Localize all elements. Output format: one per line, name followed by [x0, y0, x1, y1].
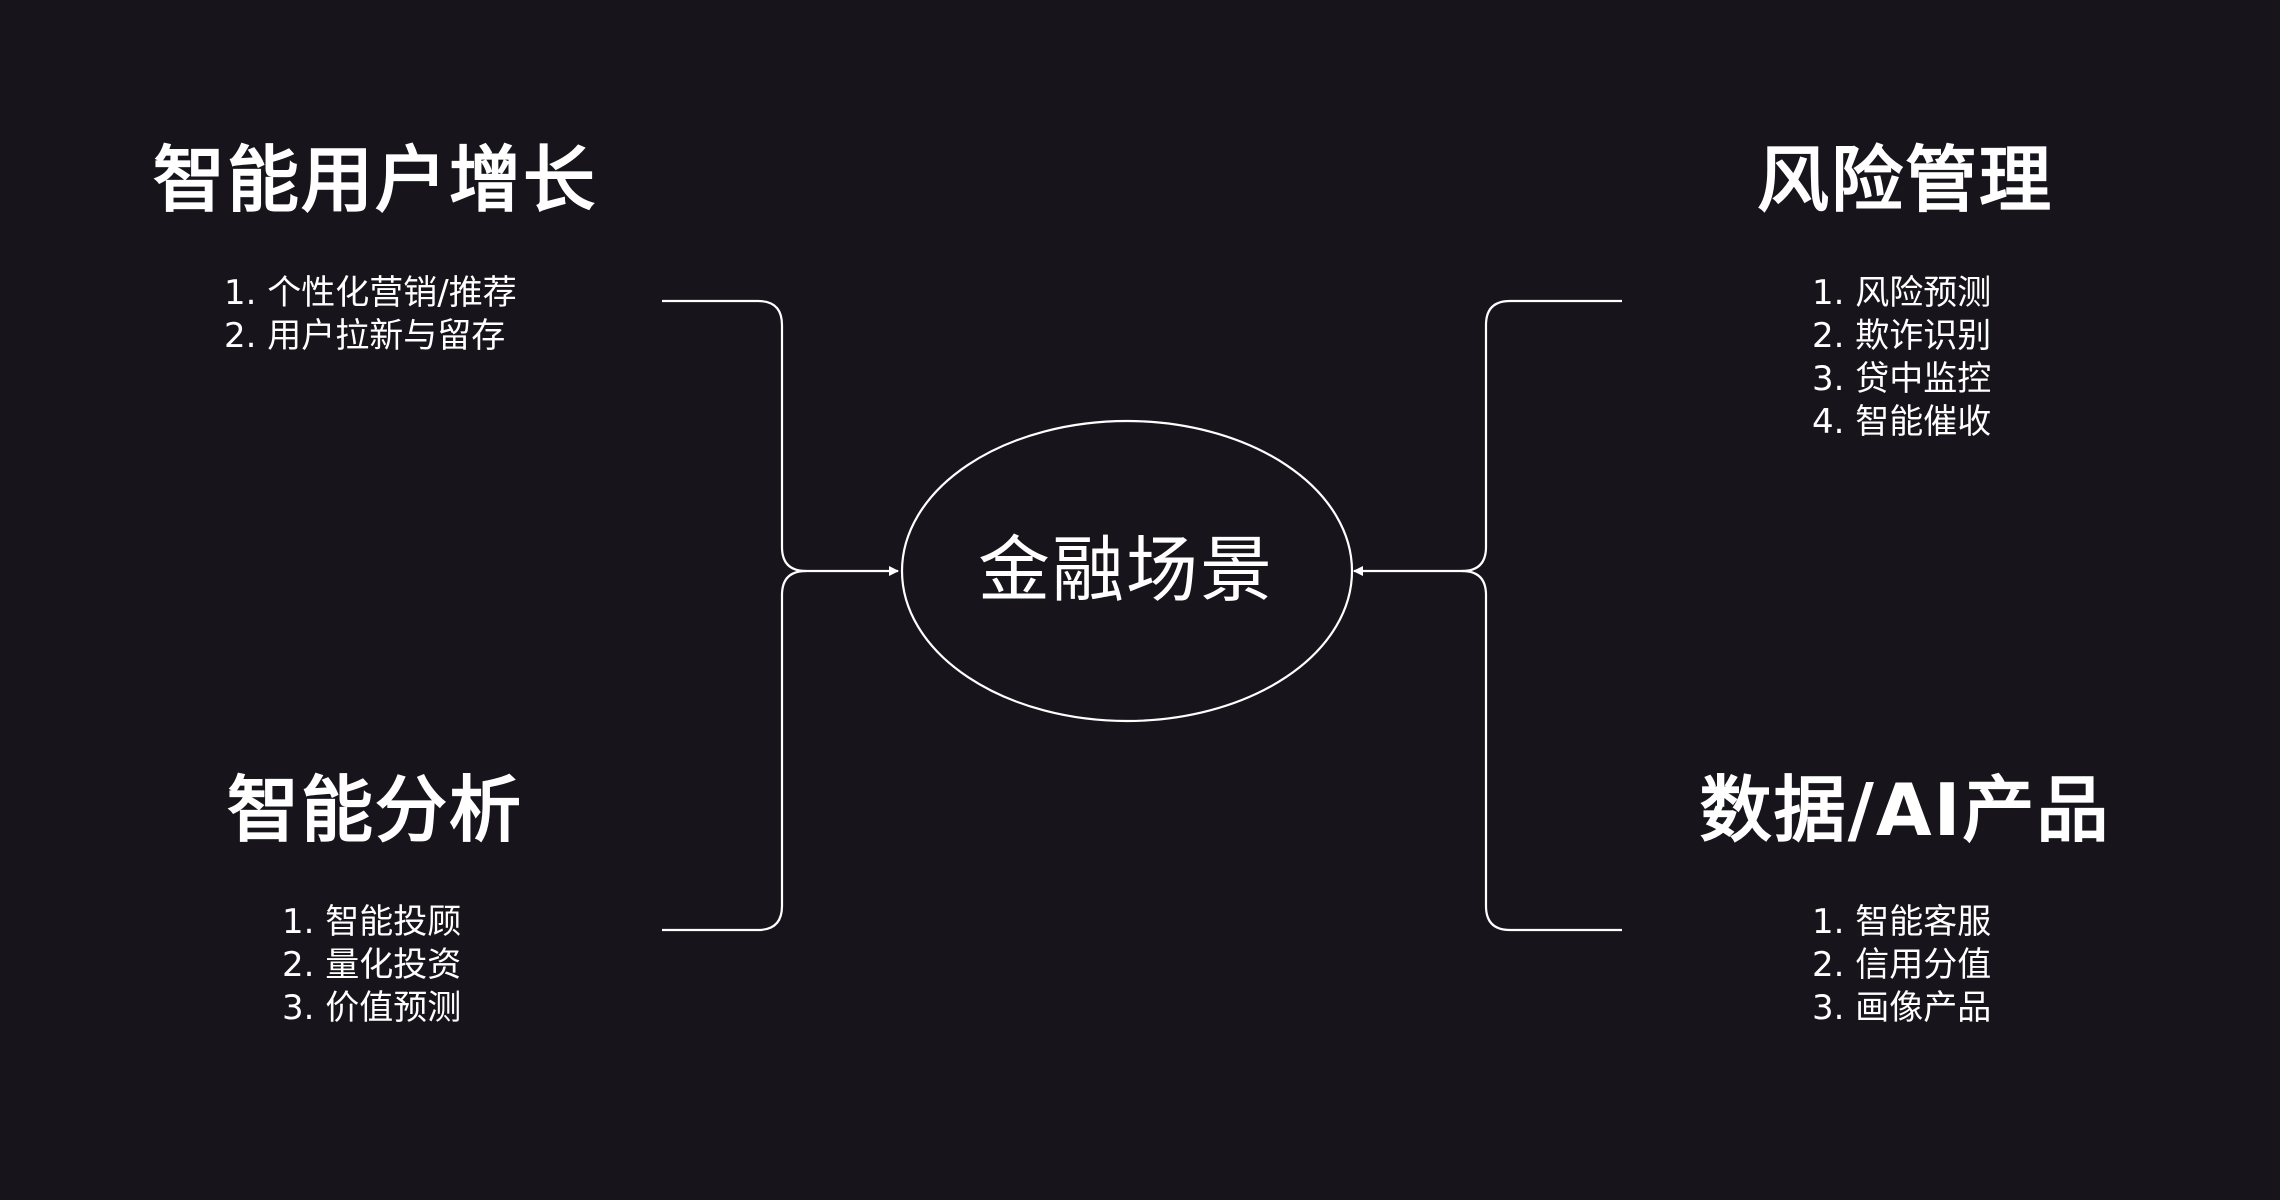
connector-risk — [1461, 299, 1622, 573]
growth-item-list: 1. 个性化营销/推荐 2. 用户拉新与留存 — [224, 272, 517, 358]
risk-item: 3. 贷中监控 — [1812, 359, 1992, 399]
analysis-item: 3. 价值预测 — [282, 988, 462, 1028]
analysis-item: 1. 智能投顾 — [282, 902, 462, 942]
analysis-title: 智能分析 — [226, 768, 523, 852]
products-item: 2. 信用分值 — [1812, 945, 1992, 985]
connector-growth — [662, 299, 807, 573]
risk-item: 1. 风险预测 — [1812, 273, 1992, 313]
products-item: 1. 智能客服 — [1812, 902, 1992, 942]
products-item-list: 1. 智能客服 2. 信用分值 3. 画像产品 — [1812, 901, 1991, 1030]
risk-item: 2. 欺诈识别 — [1812, 316, 1992, 356]
connector-analysis — [662, 569, 807, 932]
products-title: 数据/AI产品 — [1699, 768, 2111, 852]
products-item: 3. 画像产品 — [1812, 988, 1992, 1028]
growth-item: 2. 用户拉新与留存 — [224, 316, 506, 356]
center-node-label: 金融场景 — [977, 528, 1274, 612]
risk-item-list: 1. 风险预测 2. 欺诈识别 3. 贷中监控 4. 智能催收 — [1812, 272, 1991, 444]
analysis-item: 2. 量化投资 — [282, 945, 462, 985]
analysis-item-list: 1. 智能投顾 2. 量化投资 3. 价值预测 — [282, 901, 461, 1030]
growth-item: 1. 个性化营销/推荐 — [224, 273, 517, 313]
risk-item: 4. 智能催收 — [1812, 402, 1992, 442]
connector-products — [1461, 569, 1622, 932]
center-node-ellipse — [900, 419, 1354, 723]
growth-title: 智能用户增长 — [152, 138, 597, 222]
risk-title: 风险管理 — [1756, 138, 2053, 222]
